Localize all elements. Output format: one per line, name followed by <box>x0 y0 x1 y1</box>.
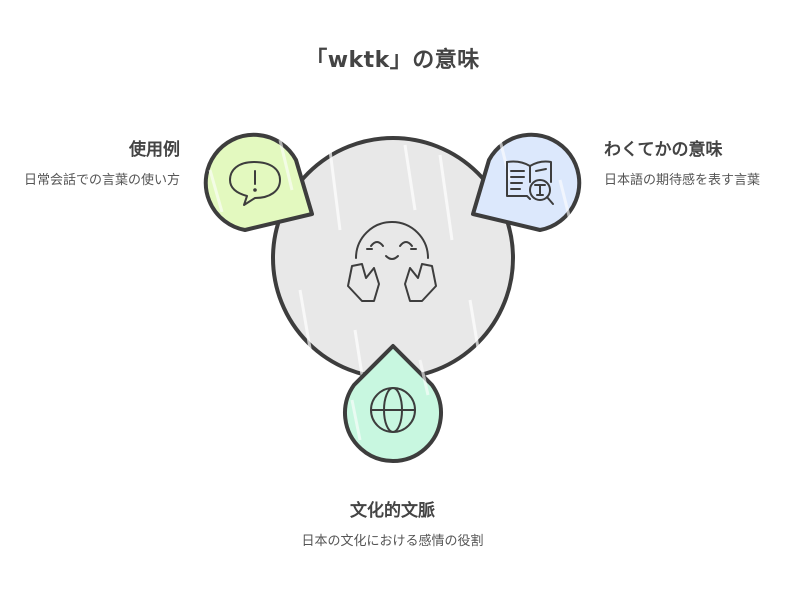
culture-pin[interactable] <box>343 344 443 463</box>
meaning-pin[interactable] <box>471 132 582 232</box>
usage-label: 使用例 日常会話での言葉の使い方 <box>20 135 180 189</box>
usage-title: 使用例 <box>129 140 180 160</box>
globe-icon <box>370 387 416 433</box>
usage-description: 日常会話での言葉の使い方 <box>23 173 180 188</box>
meaning-description: 日本語の期待感を表す言葉 <box>604 173 761 188</box>
meaning-title: わくてかの意味 <box>604 140 723 160</box>
culture-description: 日本の文化における感情の役割 <box>301 534 484 549</box>
book-search-text-icon <box>506 160 554 205</box>
speech-bubble-exclamation-icon <box>229 161 281 206</box>
happy-face-hands-icon <box>347 221 437 302</box>
center-circle <box>271 136 515 380</box>
diagram-title: 「wktk」の意味 <box>305 48 480 73</box>
culture-label: 文化的文脈 日本の文化における感情の役割 <box>300 496 485 550</box>
meaning-label: わくてかの意味 日本語の期待感を表す言葉 <box>604 135 774 189</box>
usage-pin[interactable] <box>203 132 314 232</box>
culture-title: 文化的文脈 <box>350 501 435 521</box>
